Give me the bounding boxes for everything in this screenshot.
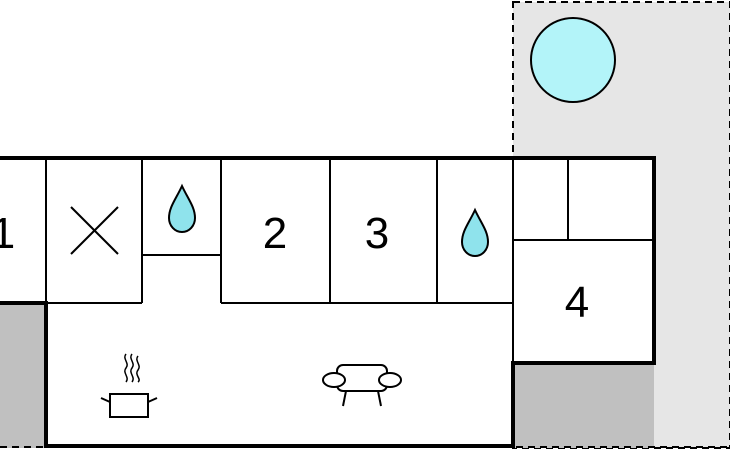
outer-wall: [0, 156, 656, 448]
water-drop-icon: [167, 183, 197, 233]
room-label-3: 3: [365, 209, 389, 258]
sofa-icon: [322, 364, 402, 407]
room-label-4: 4: [565, 278, 589, 327]
shaded-area-left: [0, 303, 46, 448]
room-label-1: 1: [0, 209, 15, 258]
room-label-2: 2: [263, 209, 287, 258]
interior-walls: [45, 158, 654, 363]
cross-icon: [70, 206, 119, 255]
water-drop-icon: [460, 207, 490, 257]
cooking-pot-icon: [100, 353, 158, 418]
shaded-area-right: [513, 363, 654, 448]
pool-icon: [530, 17, 616, 103]
